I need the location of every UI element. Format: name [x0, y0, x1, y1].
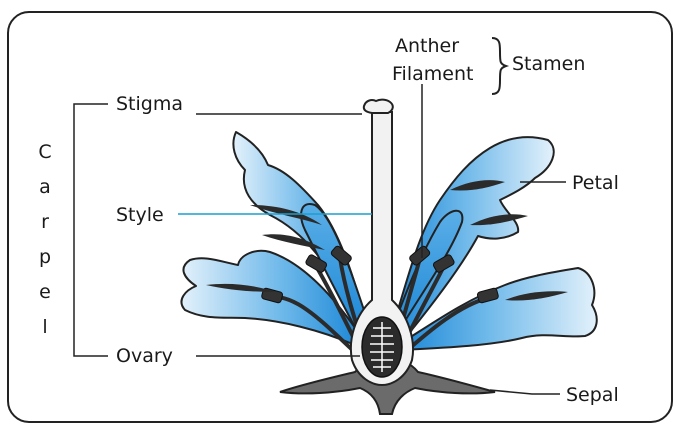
- sepal-label: Sepal: [566, 384, 619, 406]
- style-label: Style: [116, 204, 164, 226]
- stigma: [364, 100, 393, 113]
- carpel-letter: a: [39, 176, 51, 198]
- anther-label: Anther: [395, 35, 459, 57]
- pistil: [351, 100, 413, 385]
- petal-label: Petal: [572, 172, 619, 194]
- carpel-letter: l: [42, 316, 47, 338]
- stigma-label: Stigma: [116, 93, 183, 115]
- carpel-label: C a r p e l: [38, 141, 51, 338]
- carpel-letter: p: [39, 246, 51, 268]
- stamen-brace: [492, 38, 506, 94]
- ovary-label: Ovary: [116, 345, 173, 367]
- carpel-letter: r: [41, 211, 49, 233]
- carpel-letter: e: [39, 281, 51, 303]
- carpel-bracket: [74, 104, 108, 356]
- stamen-label: Stamen: [512, 53, 585, 75]
- sepal-leader: [490, 390, 560, 394]
- carpel-letter: C: [38, 141, 51, 163]
- filament-label: Filament: [392, 63, 473, 85]
